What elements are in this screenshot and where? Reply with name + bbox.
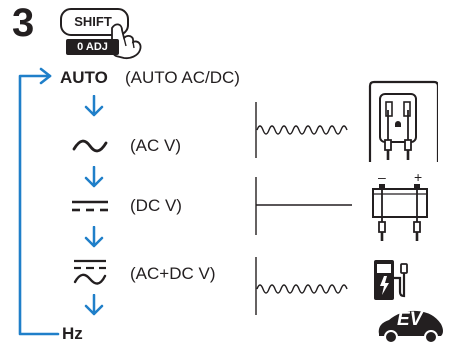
down-arrow-icon [84, 294, 104, 316]
wall-outlet-icon [368, 80, 438, 162]
dc-symbol-icon [72, 200, 108, 212]
down-arrow-icon [84, 226, 104, 248]
svg-text:–: – [378, 170, 386, 185]
battery-icon: – + [372, 170, 428, 241]
ev-badge-label: EV [397, 309, 423, 330]
acdc-symbol-icon [73, 259, 107, 285]
step-number: 3 [12, 1, 35, 45]
shift-key-label: SHIFT [74, 14, 112, 29]
dc-mode-description: (DC V) [130, 196, 182, 215]
ac-waveform-graph [255, 102, 348, 158]
svg-text:+: + [414, 170, 422, 185]
ev-charger-icon [374, 260, 408, 300]
zero-adj-label: 0 ADJ [66, 39, 119, 55]
shift-key: SHIFT [61, 9, 128, 35]
ac-mode-description: (AC V) [130, 136, 181, 155]
acdc-mode-description: (AC+DC V) [130, 264, 216, 283]
ev-car-icon [378, 310, 443, 344]
acdc-waveform-graph [255, 257, 348, 315]
down-arrow-icon [84, 95, 104, 117]
auto-mode-description: (AUTO AC/DC) [125, 68, 240, 87]
dc-waveform-graph [255, 177, 352, 235]
auto-mode-label: AUTO [60, 68, 108, 87]
ac-wave-icon [72, 139, 108, 153]
hz-mode-label: Hz [62, 324, 83, 343]
down-arrow-icon [84, 166, 104, 188]
